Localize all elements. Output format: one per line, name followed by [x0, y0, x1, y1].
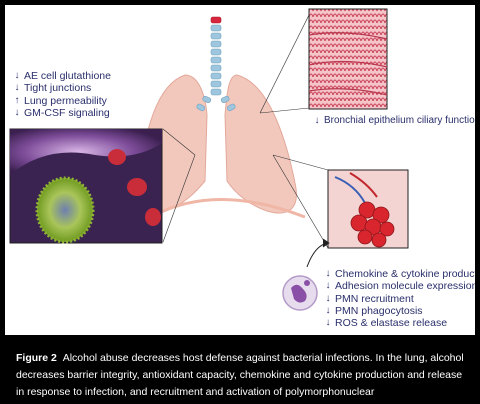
- right-lung: [224, 74, 297, 214]
- effect-arrow-icon: ↓: [314, 115, 320, 126]
- left-effects-list: ↓AE cell glutathione ↓Tight junctions ↑L…: [12, 70, 111, 119]
- left-effect-item: ↓Tight junctions: [12, 82, 111, 94]
- bottom-effects-list: ↓Chemokine & cytokine production ↓Adhesi…: [323, 268, 476, 329]
- illustration-panel: ↓AE cell glutathione ↓Tight junctions ↑L…: [5, 5, 475, 335]
- bottom-effect-item: ↓PMN recruitment: [323, 293, 475, 305]
- pmn-arrow: [306, 242, 329, 268]
- effect-arrow-icon: ↓: [14, 106, 20, 118]
- bottom-effect-item: ↓Chemokine & cytokine production: [323, 268, 476, 280]
- effect-arrow-icon: ↓: [325, 317, 331, 329]
- effect-arrow-icon: ↑: [14, 94, 20, 106]
- bottom-effect-item: ↓Adhesion molecule expression: [323, 280, 476, 292]
- trachea: [196, 16, 236, 112]
- bottom-effect-item: ↓PMN phagocytosis: [323, 305, 475, 317]
- neutrophil-cell: [282, 275, 318, 311]
- effect-arrow-icon: ↓: [325, 304, 331, 316]
- effect-arrow-icon: ↓: [325, 268, 331, 279]
- figure-label: Figure 2: [16, 352, 57, 364]
- figure-caption: Figure 2 Alcohol abuse decreases host de…: [16, 350, 468, 401]
- diaphragm: [154, 198, 306, 219]
- bronchial-cilia-inset: [308, 8, 388, 110]
- left-effect-item: ↓AE cell glutathione: [12, 70, 111, 82]
- effect-arrow-icon: ↓: [14, 82, 20, 94]
- effect-arrow-icon: ↓: [325, 292, 331, 304]
- effect-arrow-icon: ↓: [14, 70, 20, 81]
- bronchial-label: ↓Bronchial epithelium ciliary function: [312, 115, 476, 127]
- caption-text: Alcohol abuse decreases host defense aga…: [16, 352, 464, 398]
- alveoli-inset: [327, 169, 409, 249]
- lung-illustration: [9, 8, 409, 311]
- bottom-effect-item: ↓ROS & elastase release: [323, 317, 475, 329]
- left-effect-item: ↓GM-CSF signaling: [12, 107, 111, 119]
- left-effect-item: ↑Lung permeability: [12, 95, 111, 107]
- connector-lines: [162, 14, 329, 249]
- alveolar-macrophage-inset: [9, 128, 163, 244]
- effect-arrow-icon: ↓: [325, 280, 331, 292]
